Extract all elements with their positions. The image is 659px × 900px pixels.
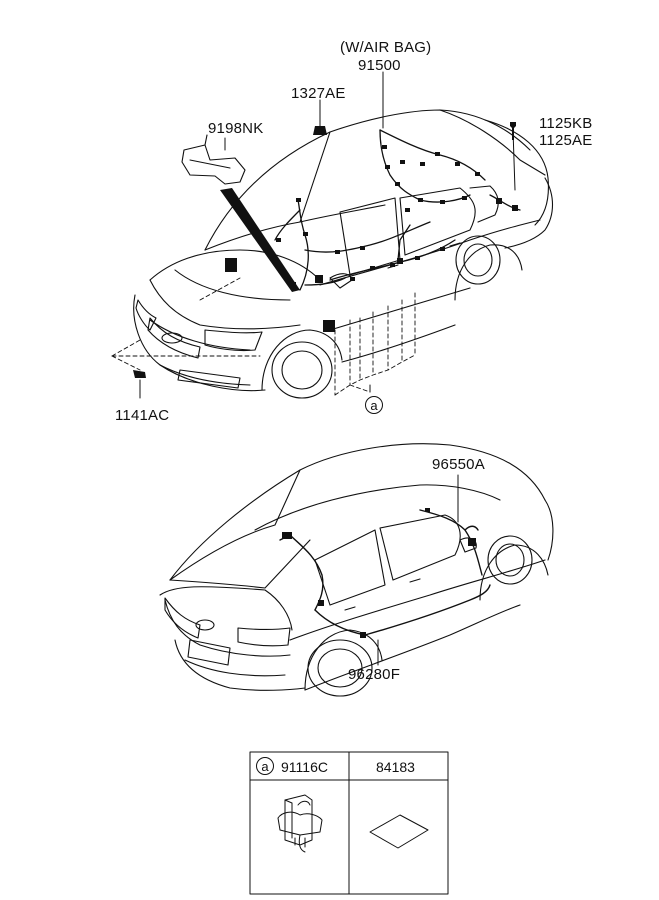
callout-96280f: 96280F <box>348 666 401 683</box>
bolt-1141ac <box>133 370 146 378</box>
harness-91500-wiring <box>274 129 521 291</box>
bottom-connectors <box>282 508 476 638</box>
callout-9198nk: 9198NK <box>208 120 264 137</box>
harness-96550a-96280f <box>279 509 491 636</box>
bottom-leader-lines <box>377 474 459 666</box>
table-marker-a: a <box>256 757 274 775</box>
callout-1141ac: 1141AC <box>115 407 170 424</box>
callout-ref-a: a <box>365 396 383 414</box>
callout-1327ae: 1327AE <box>291 85 346 102</box>
table-part-91116c: 91116C <box>281 759 328 775</box>
callout-airbag-note: (W/AIR BAG) <box>340 39 432 56</box>
callout-96550a: 96550A <box>432 456 485 473</box>
rear-car-illustration <box>159 443 554 697</box>
callout-91500: 91500 <box>358 57 401 74</box>
table-part-84183: 84183 <box>376 759 415 775</box>
bolt-1125kb <box>510 122 516 140</box>
dashed-guide-lines <box>111 277 416 396</box>
callout-1125ae: 1125AE <box>539 132 593 149</box>
clip-91116c-illustration <box>277 794 323 853</box>
clip-1327ae <box>313 126 327 135</box>
pad-84183-illustration <box>369 814 429 849</box>
parts-table <box>249 751 449 895</box>
leader-lines <box>139 71 516 399</box>
callout-1125kb: 1125KB <box>539 115 593 132</box>
bracket-9198nk <box>181 134 246 185</box>
pointer-wedge <box>220 188 300 292</box>
front-car-illustration <box>133 109 554 399</box>
